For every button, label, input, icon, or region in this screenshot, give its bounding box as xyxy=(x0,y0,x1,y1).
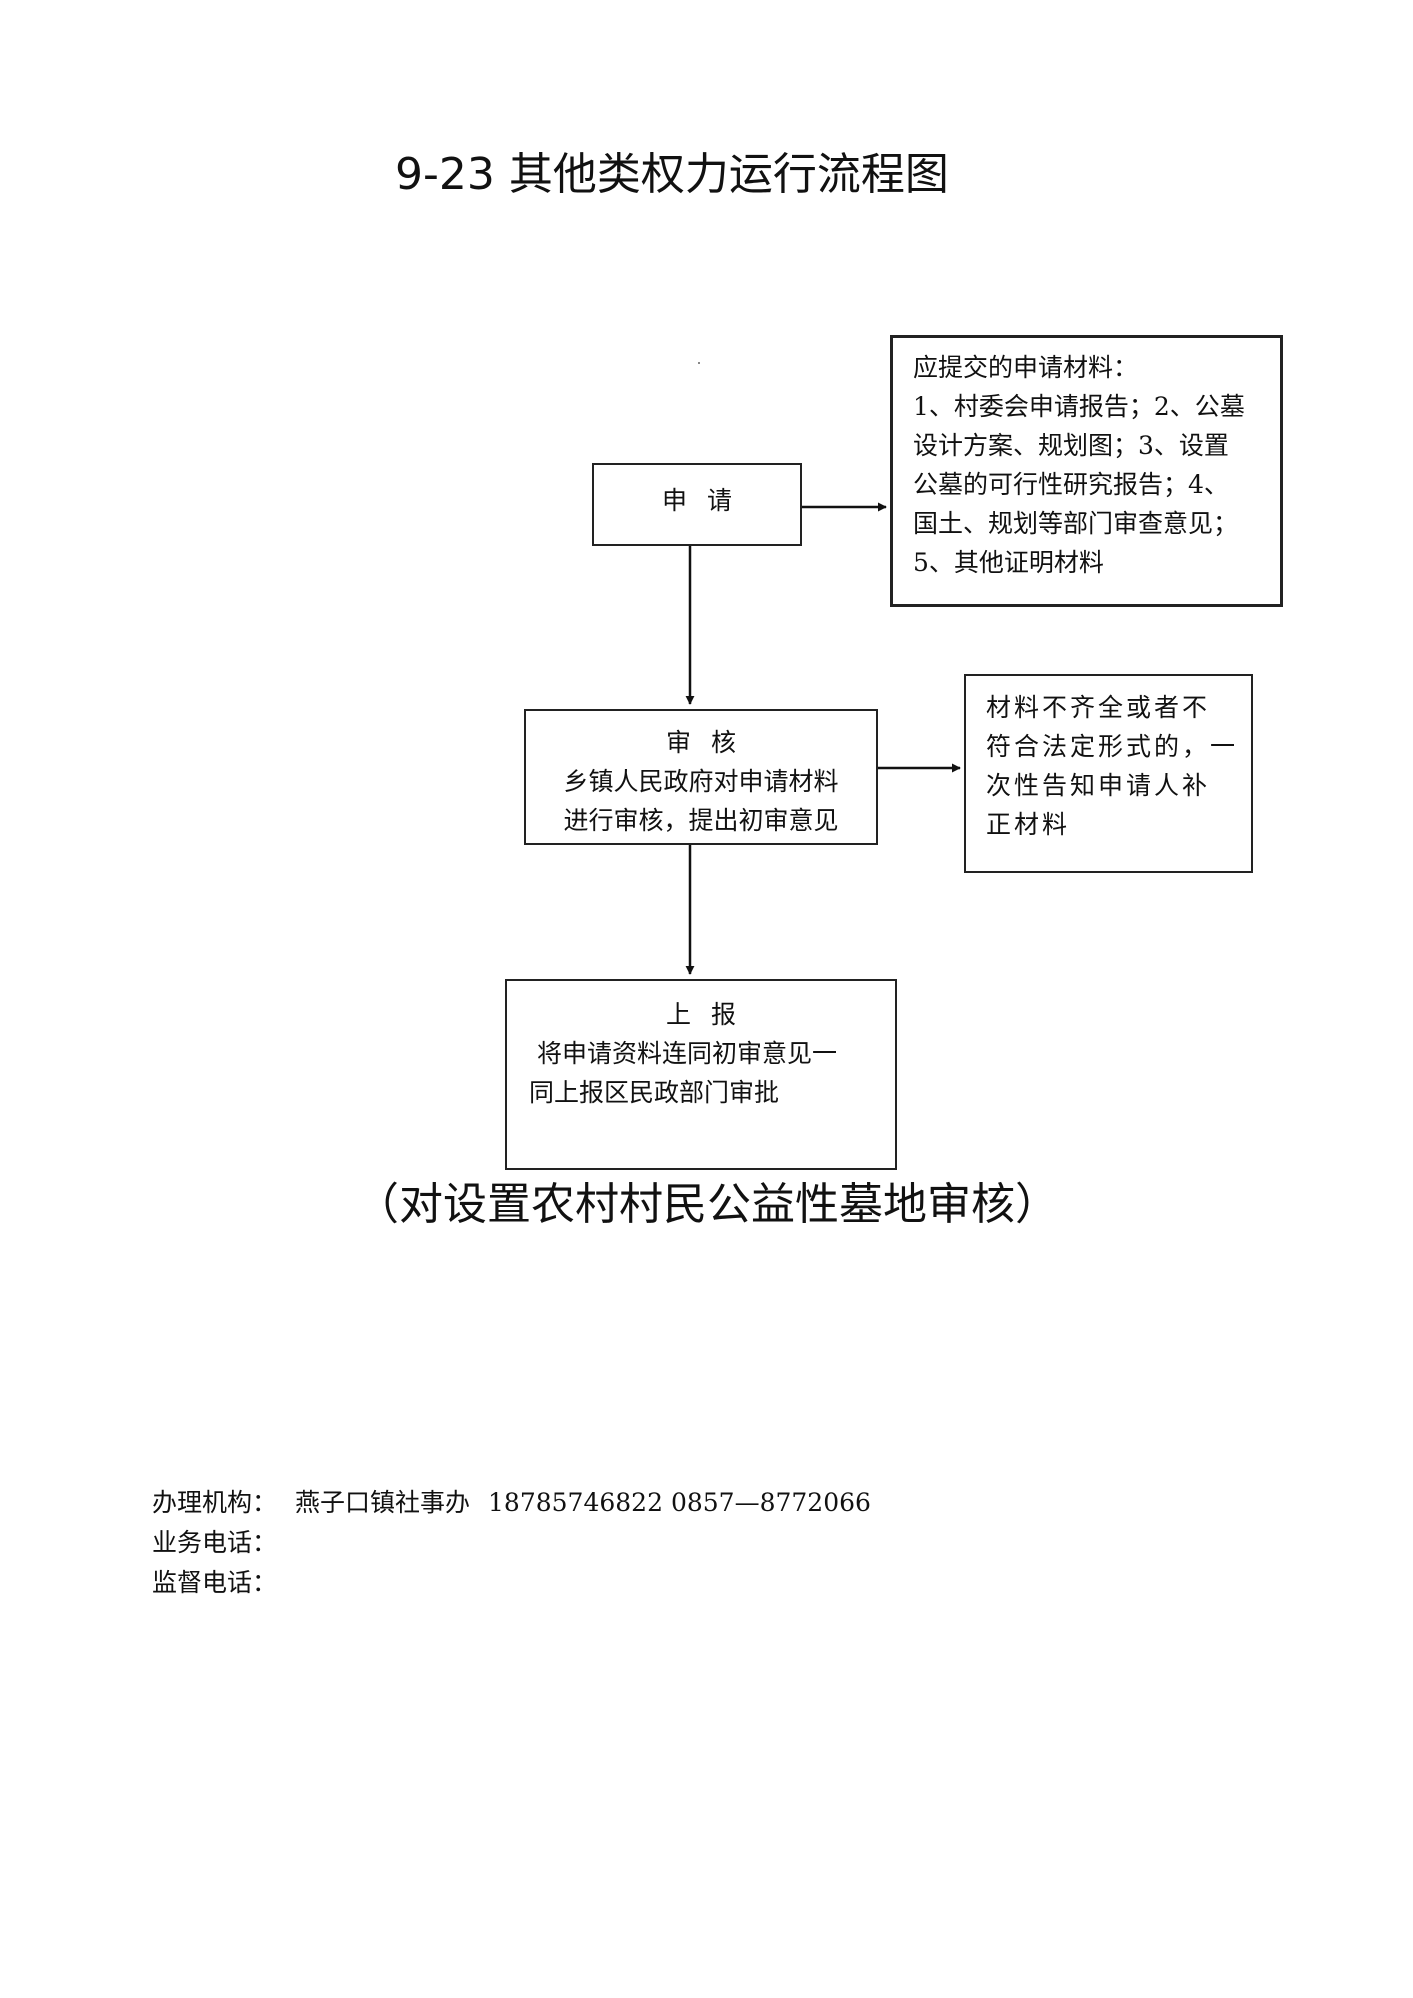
node-review-label: 审核 xyxy=(665,728,756,757)
materials-line-3: 设计方案、规划图；3、设置 xyxy=(913,431,1229,460)
page-title: 9-23 其他类权力运行流程图 xyxy=(395,149,949,200)
notice-line-4: 正材料 xyxy=(986,810,1071,839)
node-apply-label: 申请 xyxy=(661,486,752,515)
materials-line-1: 应提交的申请材料： xyxy=(913,353,1139,382)
node-notice: 材料不齐全或者不 符合法定形式的，一 次性告知申请人补 正材料 xyxy=(964,674,1253,873)
footer-agency-label: 办理机构： xyxy=(152,1488,278,1517)
node-report-label: 上报 xyxy=(665,1000,756,1029)
notice-line-2: 符合法定形式的，一 xyxy=(986,732,1239,761)
stray-dot xyxy=(698,362,700,364)
notice-line-1: 材料不齐全或者不 xyxy=(986,693,1211,722)
report-line-2: 同上报区民政部门审批 xyxy=(529,1078,780,1107)
materials-line-4: 公墓的可行性研究报告；4、 xyxy=(913,470,1229,499)
node-materials: 应提交的申请材料： 1、村委会申请报告；2、公墓 设计方案、规划图；3、设置 公… xyxy=(890,335,1283,607)
diagram-subtitle: （对设置农村村民公益性墓地审核） xyxy=(355,1179,1059,1230)
footer-agency-row: 办理机构： 燕子口镇社事办 18785746822 0857—8772066 xyxy=(152,1484,871,1522)
review-line-1: 乡镇人民政府对申请材料 xyxy=(563,767,839,796)
footer-supervision-phone-row: 监督电话： xyxy=(152,1564,277,1602)
node-report: 上报 将申请资料连同初审意见一 同上报区民政部门审批 xyxy=(505,979,897,1170)
materials-line-5: 国土、规划等部门审查意见； xyxy=(913,509,1239,538)
notice-line-3: 次性告知申请人补 xyxy=(986,771,1211,800)
footer-phone-numbers: 18785746822 0857—8772066 xyxy=(488,1488,871,1517)
materials-line-2: 1、村委会申请报告；2、公墓 xyxy=(913,392,1245,421)
node-apply: 申请 xyxy=(592,463,802,546)
footer-supervision-phone-label: 监督电话： xyxy=(152,1568,278,1597)
footer-agency-value: 燕子口镇社事办 xyxy=(295,1488,471,1517)
footer-business-phone-row: 业务电话： xyxy=(152,1524,277,1562)
report-line-1: 将申请资料连同初审意见一 xyxy=(537,1039,838,1068)
node-review: 审核 乡镇人民政府对申请材料 进行审核，提出初审意见 xyxy=(524,709,878,845)
materials-line-6: 5、其他证明材料 xyxy=(913,548,1104,577)
footer-business-phone-label: 业务电话： xyxy=(152,1528,278,1557)
review-line-2: 进行审核，提出初审意见 xyxy=(563,806,839,835)
